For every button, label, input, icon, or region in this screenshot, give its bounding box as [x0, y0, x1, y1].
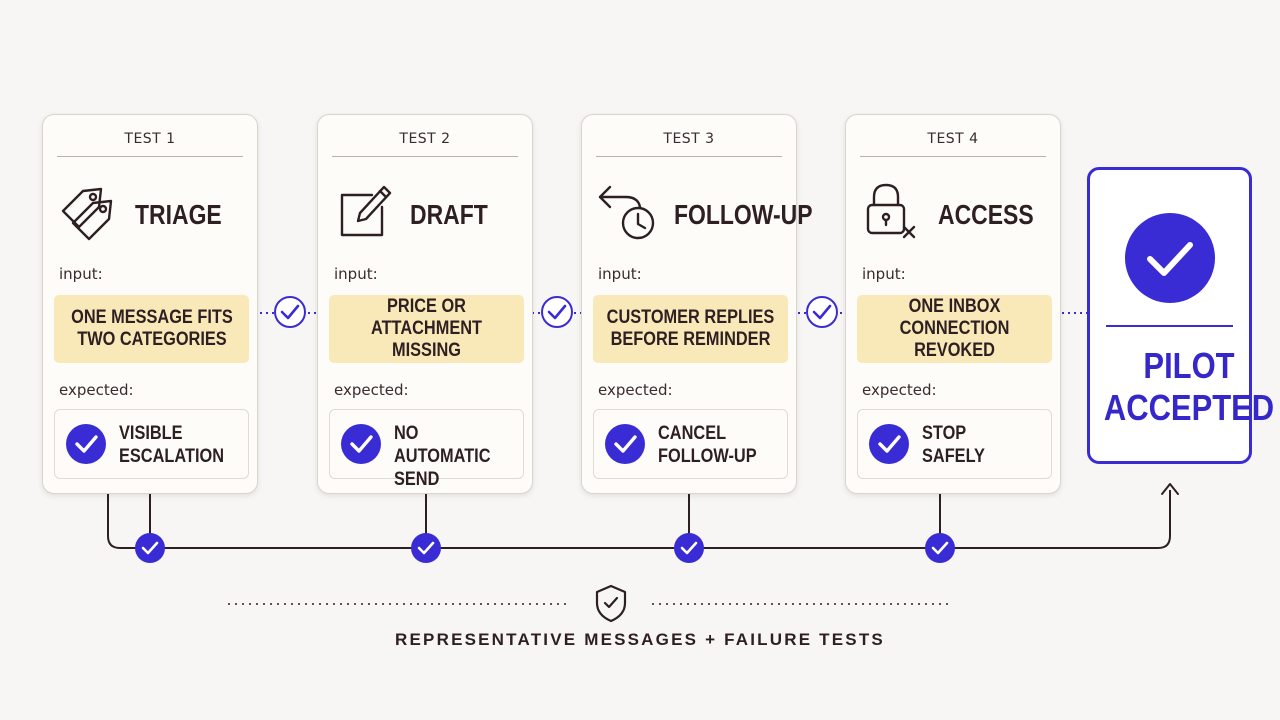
- input-label: input:: [598, 265, 642, 283]
- lock-x-icon: [866, 183, 916, 239]
- expected-text: CANCEL FOLLOW-UP: [658, 423, 757, 467]
- link-check-badge: [541, 296, 573, 328]
- card-divider: [596, 156, 782, 157]
- input-box: CUSTOMER REPLIES BEFORE REMINDER: [593, 295, 788, 363]
- input-text: ONE MESSAGE FITS TWO CATEGORIES: [70, 307, 233, 350]
- expected-label: expected:: [334, 381, 409, 399]
- card-divider: [860, 156, 1046, 157]
- flow-check-badge: [411, 533, 441, 563]
- test-label: TEST 3: [663, 131, 715, 147]
- shield-check-icon: [595, 584, 627, 623]
- expected-text: STOP SAFELY: [922, 423, 985, 467]
- return-clock-icon: [598, 185, 655, 240]
- test-label: TEST 4: [927, 131, 979, 147]
- input-label: input:: [862, 265, 906, 283]
- expected-label: expected:: [862, 381, 937, 399]
- expected-text: VISIBLE ESCALATION: [119, 423, 225, 467]
- final-title-text: PILOT ACCEPTED: [1103, 345, 1275, 428]
- test-title: DRAFT: [410, 199, 488, 230]
- input-box: PRICE OR ATTACHMENT MISSING: [329, 295, 524, 363]
- flow-check-badge: [135, 533, 165, 563]
- test-label: TEST 1: [124, 131, 176, 147]
- check-circle-icon: [605, 424, 645, 464]
- expected-label: expected:: [598, 381, 673, 399]
- flow-check-badge: [925, 533, 955, 563]
- input-text: ONE INBOX CONNECTION REVOKED: [899, 296, 1010, 361]
- input-box: ONE MESSAGE FITS TWO CATEGORIES: [54, 295, 249, 363]
- link-check-badge: [806, 296, 838, 328]
- expected-box: STOP SAFELY: [857, 409, 1052, 479]
- footer-caption: REPRESENTATIVE MESSAGES + FAILURE TESTS: [395, 630, 885, 649]
- input-label: input:: [59, 265, 103, 283]
- input-text: PRICE OR ATTACHMENT MISSING: [370, 296, 483, 361]
- test-title: TRIAGE: [135, 199, 222, 230]
- input-text: CUSTOMER REPLIES BEFORE REMINDER: [606, 307, 775, 350]
- expected-box: NO AUTOMATIC SEND: [329, 409, 524, 490]
- expected-box: CANCEL FOLLOW-UP: [593, 409, 788, 479]
- test-card-access: TEST 4 ACCESS input: ONE INBOX CONNECTIO…: [845, 114, 1061, 494]
- test-title: FOLLOW-UP: [674, 199, 813, 230]
- check-circle-icon: [869, 424, 909, 464]
- check-circle-icon: [1125, 213, 1215, 303]
- flow-check-badge: [674, 533, 704, 563]
- final-divider: [1106, 325, 1233, 327]
- test-title: ACCESS: [938, 199, 1034, 230]
- expected-box: VISIBLE ESCALATION: [54, 409, 249, 479]
- tags-icon: [61, 187, 113, 241]
- test-label: TEST 2: [399, 131, 451, 147]
- check-circle-icon: [341, 424, 381, 464]
- input-label: input:: [334, 265, 378, 283]
- link-check-badge: [274, 296, 306, 328]
- input-box: ONE INBOX CONNECTION REVOKED: [857, 295, 1052, 363]
- expected-text: NO AUTOMATIC SEND: [394, 423, 491, 490]
- expected-label: expected:: [59, 381, 134, 399]
- check-circle-icon: [66, 424, 106, 464]
- bottom-flow-line: [107, 490, 1171, 549]
- test-card-draft: TEST 2 DRAFT input: PRICE OR ATTACHMENT …: [317, 114, 533, 494]
- test-card-follow-up: TEST 3 FOLLOW-UP input: CUSTOMER REPLIES…: [581, 114, 813, 494]
- pencil-square-icon: [340, 185, 392, 237]
- card-divider: [57, 156, 243, 157]
- final-title: PILOT ACCEPTED: [1090, 345, 1274, 429]
- pilot-accepted-card: PILOT ACCEPTED: [1087, 167, 1274, 464]
- card-divider: [332, 156, 518, 157]
- flow-arrowhead: [1161, 483, 1179, 495]
- test-card-triage: TEST 1 TRIAGE input: ONE MESSAGE FITS TW…: [42, 114, 258, 494]
